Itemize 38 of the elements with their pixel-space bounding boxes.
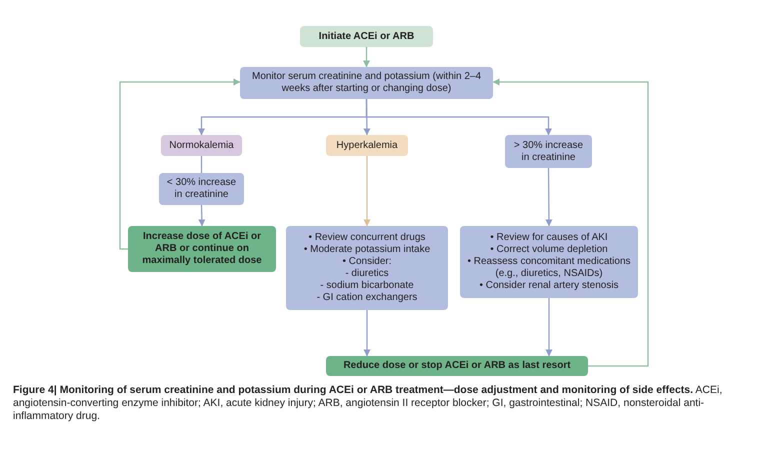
node-text: • Consider renal artery stenosis xyxy=(479,280,619,292)
arrow xyxy=(364,156,370,226)
node-text: > 30% increase in creatinine xyxy=(512,140,584,164)
condition-box xyxy=(326,135,408,156)
action-box xyxy=(460,226,638,298)
node-text: Increase dose of ACEi or ARB or continue on maximally tolerated dose xyxy=(141,231,263,267)
node-text: • Moderate potassium intake xyxy=(304,244,430,256)
node-text: Initiate ACEi or ARB xyxy=(318,30,414,42)
arrow xyxy=(366,99,552,136)
arrow xyxy=(545,168,552,226)
arrow xyxy=(546,298,552,356)
node-text: • Consider: xyxy=(342,256,392,268)
condition-box xyxy=(505,135,592,168)
arrow xyxy=(363,47,370,68)
node-text: - diuretics xyxy=(345,268,389,280)
node-text: • Review for causes of AKI xyxy=(490,232,608,244)
node-text: - GI cation exchangers xyxy=(316,292,418,304)
node-text: Normokalemia xyxy=(169,140,234,152)
node-text: - sodium bicarbonate xyxy=(320,280,414,292)
process-box xyxy=(240,67,493,99)
start-box xyxy=(300,26,433,47)
action-box xyxy=(128,226,276,272)
end-box xyxy=(326,356,588,376)
node-text: Reduce dose or stop ACEi or ARB as last resort xyxy=(343,360,571,372)
arrow xyxy=(364,310,370,356)
node-text: Monitor serum creatinine and potassium (within 2–4 weeks after starting or changing dose) xyxy=(251,71,482,95)
figure-caption: Figure 4| Monitoring of serum creatinine and potassium during ACEi or ARB treatment—dose adjustment and monitoring of side effects. ACEi, angiotensin-converting enzyme inhibitor; AKI, acute kidney injury; ARB, angiotensin II receptor blocker; GI, gastrointestinal; NSAID, nonsteroidal anti-inflammatory drug. xyxy=(13,384,724,423)
arrow xyxy=(492,78,649,367)
arrow xyxy=(198,204,206,226)
action-box xyxy=(286,226,448,310)
node-text: • Review concurrent drugs xyxy=(308,232,426,244)
node-text: Hyperkalemia xyxy=(336,140,398,152)
node-text: • Correct volume depletion xyxy=(490,244,608,256)
node-text: • Reassess concomitant medications (e.g., diuretics, NSAIDs) xyxy=(466,256,632,280)
arrow xyxy=(119,78,240,250)
condition-box xyxy=(159,173,244,205)
condition-box xyxy=(161,135,242,156)
node-text: < 30% increase in creatinine xyxy=(166,177,238,201)
